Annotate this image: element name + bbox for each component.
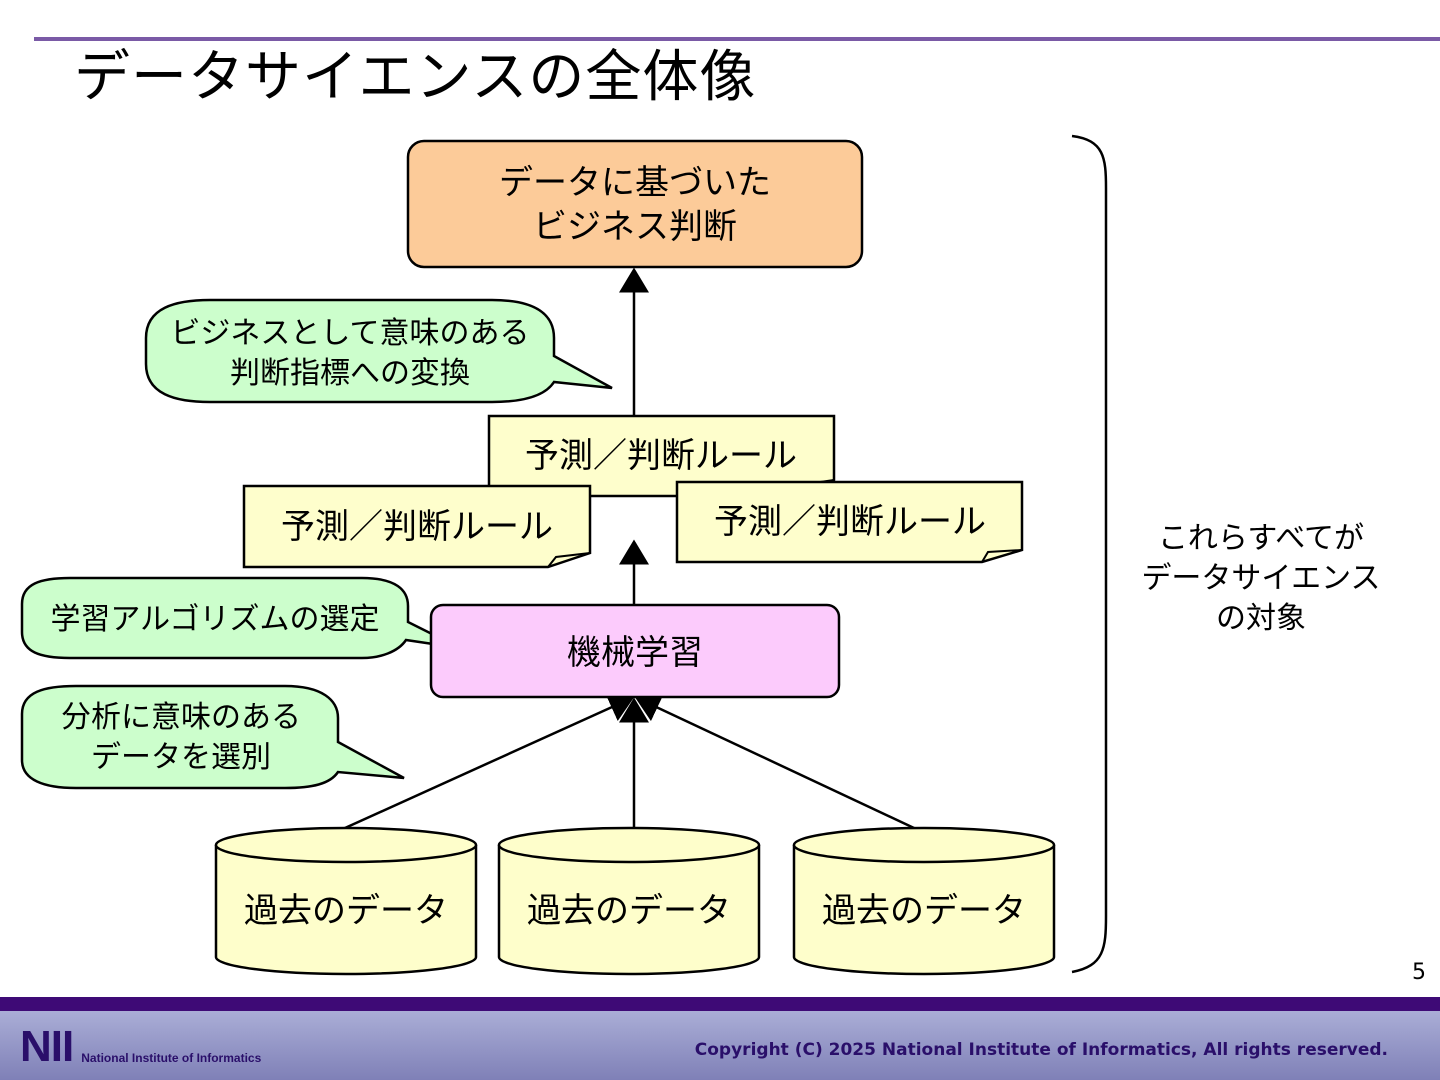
rule-note-right-label: 予測／判断ルール bbox=[714, 502, 986, 542]
nii-logo: NII National Institute of Informatics bbox=[20, 1022, 262, 1071]
scope-note-line-3: の対象 bbox=[1216, 601, 1306, 636]
rule-note-top-label: 予測／判断ルール bbox=[525, 436, 797, 476]
rule-note-left: 予測／判断ルール bbox=[242, 484, 592, 569]
callout-indicator-line-2: 判断指標への変換 bbox=[230, 356, 470, 391]
footer: NII National Institute of Informatics Co… bbox=[0, 997, 1440, 1080]
scope-note: これらすべてが データサイエンス の対象 bbox=[1141, 521, 1380, 636]
slide-title: データサイエンスの全体像 bbox=[74, 45, 757, 110]
business-decision-line-1: データに基づいた bbox=[499, 163, 771, 203]
data-science-diagram: データに基づいた ビジネス判断 ビジネスとして意味のある 判断指標への変換 予測… bbox=[20, 134, 1381, 976]
arrow-data-right-to-ml bbox=[634, 693, 915, 830]
rule-note-right: 予測／判断ルール bbox=[675, 480, 1024, 564]
callout-indicator-line-1: ビジネスとして意味のある bbox=[170, 316, 529, 351]
machine-learning-box: 機械学習 bbox=[429, 603, 841, 699]
callout-data-line-1: 分析に意味のある bbox=[61, 700, 301, 735]
page-number: 5 bbox=[1412, 960, 1426, 985]
scope-bracket bbox=[1071, 134, 1108, 974]
business-decision-box: データに基づいた ビジネス判断 bbox=[406, 139, 864, 269]
footer-accent-bar bbox=[0, 997, 1440, 1011]
title-rule bbox=[34, 37, 1440, 41]
data-cylinder-center-label: 過去のデータ bbox=[527, 891, 731, 931]
data-cylinder-center: 過去のデータ bbox=[497, 826, 761, 976]
data-cylinder-left-label: 過去のデータ bbox=[244, 891, 448, 931]
callout-data-line-2: データを選別 bbox=[91, 740, 271, 775]
scope-note-line-2: データサイエンス bbox=[1141, 561, 1380, 596]
arrow-data-left-to-ml bbox=[344, 693, 635, 830]
rule-note-left-label: 予測／判断ルール bbox=[281, 507, 553, 547]
data-cylinder-right: 過去のデータ bbox=[792, 826, 1056, 976]
callout-data-selection: 分析に意味のある データを選別 bbox=[20, 684, 405, 790]
data-cylinder-right-label: 過去のデータ bbox=[822, 891, 1026, 931]
machine-learning-label: 機械学習 bbox=[567, 633, 703, 673]
business-decision-line-2: ビジネス判断 bbox=[533, 207, 737, 247]
callout-algorithm-selection: 学習アルゴリズムの選定 bbox=[20, 576, 461, 660]
nii-logo-text: National Institute of Informatics bbox=[81, 1051, 262, 1065]
callout-indicator-conversion: ビジネスとして意味のある 判断指標への変換 bbox=[144, 298, 613, 404]
nii-logo-mark: NII bbox=[20, 1022, 74, 1071]
data-cylinder-left: 過去のデータ bbox=[214, 826, 478, 976]
scope-note-line-1: これらすべてが bbox=[1158, 521, 1364, 556]
callout-algorithm-label: 学習アルゴリズムの選定 bbox=[50, 602, 379, 637]
rule-note-top: 予測／判断ルール bbox=[487, 414, 836, 498]
copyright-notice: Copyright (C) 2025 National Institute of… bbox=[694, 1040, 1388, 1060]
